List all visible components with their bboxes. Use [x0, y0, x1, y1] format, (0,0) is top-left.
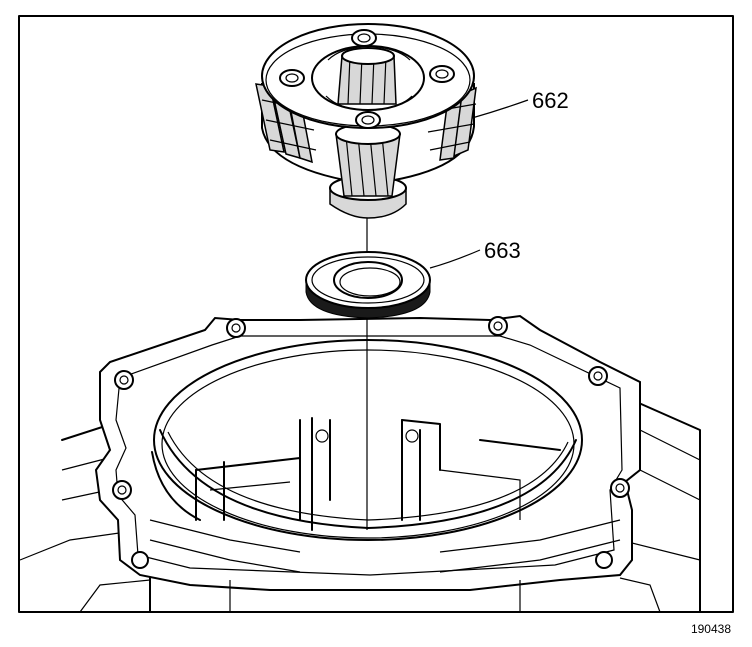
planetary-carrier-icon [255, 23, 477, 219]
callout-662: 662 [532, 88, 569, 113]
callout-663: 663 [484, 238, 521, 263]
leader-line-662 [471, 99, 529, 119]
leader-line-663 [429, 249, 481, 269]
transmission-case-icon [19, 314, 701, 613]
thrust-washer-icon [305, 251, 431, 319]
figure-number: 190438 [691, 622, 731, 636]
figure-frame [18, 15, 734, 613]
